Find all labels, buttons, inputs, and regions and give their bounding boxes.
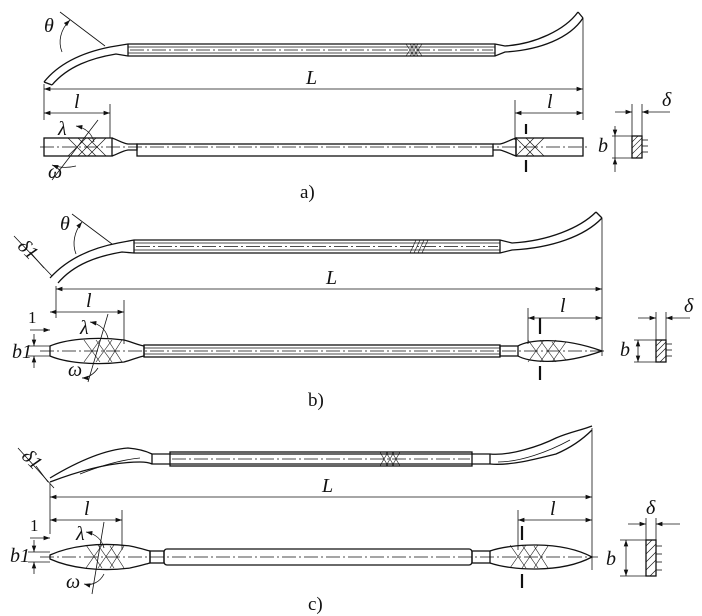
panel-b-l-left-label: l [86,290,92,312]
panel-c-b-label: b [606,548,616,570]
panel-a-theta-label: θ [44,15,54,37]
panel-c-b1-label: b1 [10,545,30,567]
panel-c-L-label: L [321,475,333,497]
panel-c-delta1-label: δ1 [17,445,46,474]
panel-b-l-right-label: l [560,295,566,317]
panel-c: δ1 L l l 1 [10,425,680,615]
panel-a-side-view: θ L [43,11,584,120]
panel-b-caption: b) [308,390,324,411]
panel-c-l-right-label: l [550,498,556,520]
panel-b-L-label: L [325,267,337,289]
panel-a-cross-section: b δ [598,89,672,172]
panel-c-delta-label: δ [646,497,656,519]
panel-a-delta-label: δ [662,89,672,111]
panel-b-omega-label: ω [68,359,82,381]
panel-a-caption: a) [300,182,315,203]
panel-a-lambda-label: λ [57,118,67,140]
panel-b-plan-view: l l 1 [12,290,606,383]
panel-c-side-view: δ1 L [17,425,593,570]
panel-b-cross-section: b δ [620,295,694,363]
panel-b-delta-label: δ [684,295,694,317]
panel-a-l-right-label: l [547,91,553,113]
panel-a-omega-label: ω [48,161,62,183]
panel-b-theta-label: θ [60,213,70,235]
panel-c-plan-view: l l 1 [10,498,598,595]
panel-b-b1-label: b1 [12,341,32,363]
panel-b-one-label: 1 [28,308,37,327]
panel-a-b-label: b [598,135,608,157]
panel-c-omega-label: ω [66,571,80,593]
panel-a: θ L l l [40,11,672,203]
panel-c-cross-section: b δ [606,497,680,577]
panel-c-one-label: 1 [30,516,39,535]
panel-b-lambda-label: λ [79,317,89,339]
panel-a-plan-view: l l λ ω [40,91,590,183]
panel-b-side-view: δ1 θ L [13,211,603,356]
panel-b: δ1 θ L l l 1 [12,211,694,411]
panel-b-b-label: b [620,339,630,361]
panel-a-L-label: L [305,67,317,89]
panel-c-l-left-label: l [84,498,90,520]
panel-c-lambda-label: λ [75,523,85,545]
panel-a-l-left-label: l [74,91,80,113]
panel-c-caption: c) [308,594,323,615]
